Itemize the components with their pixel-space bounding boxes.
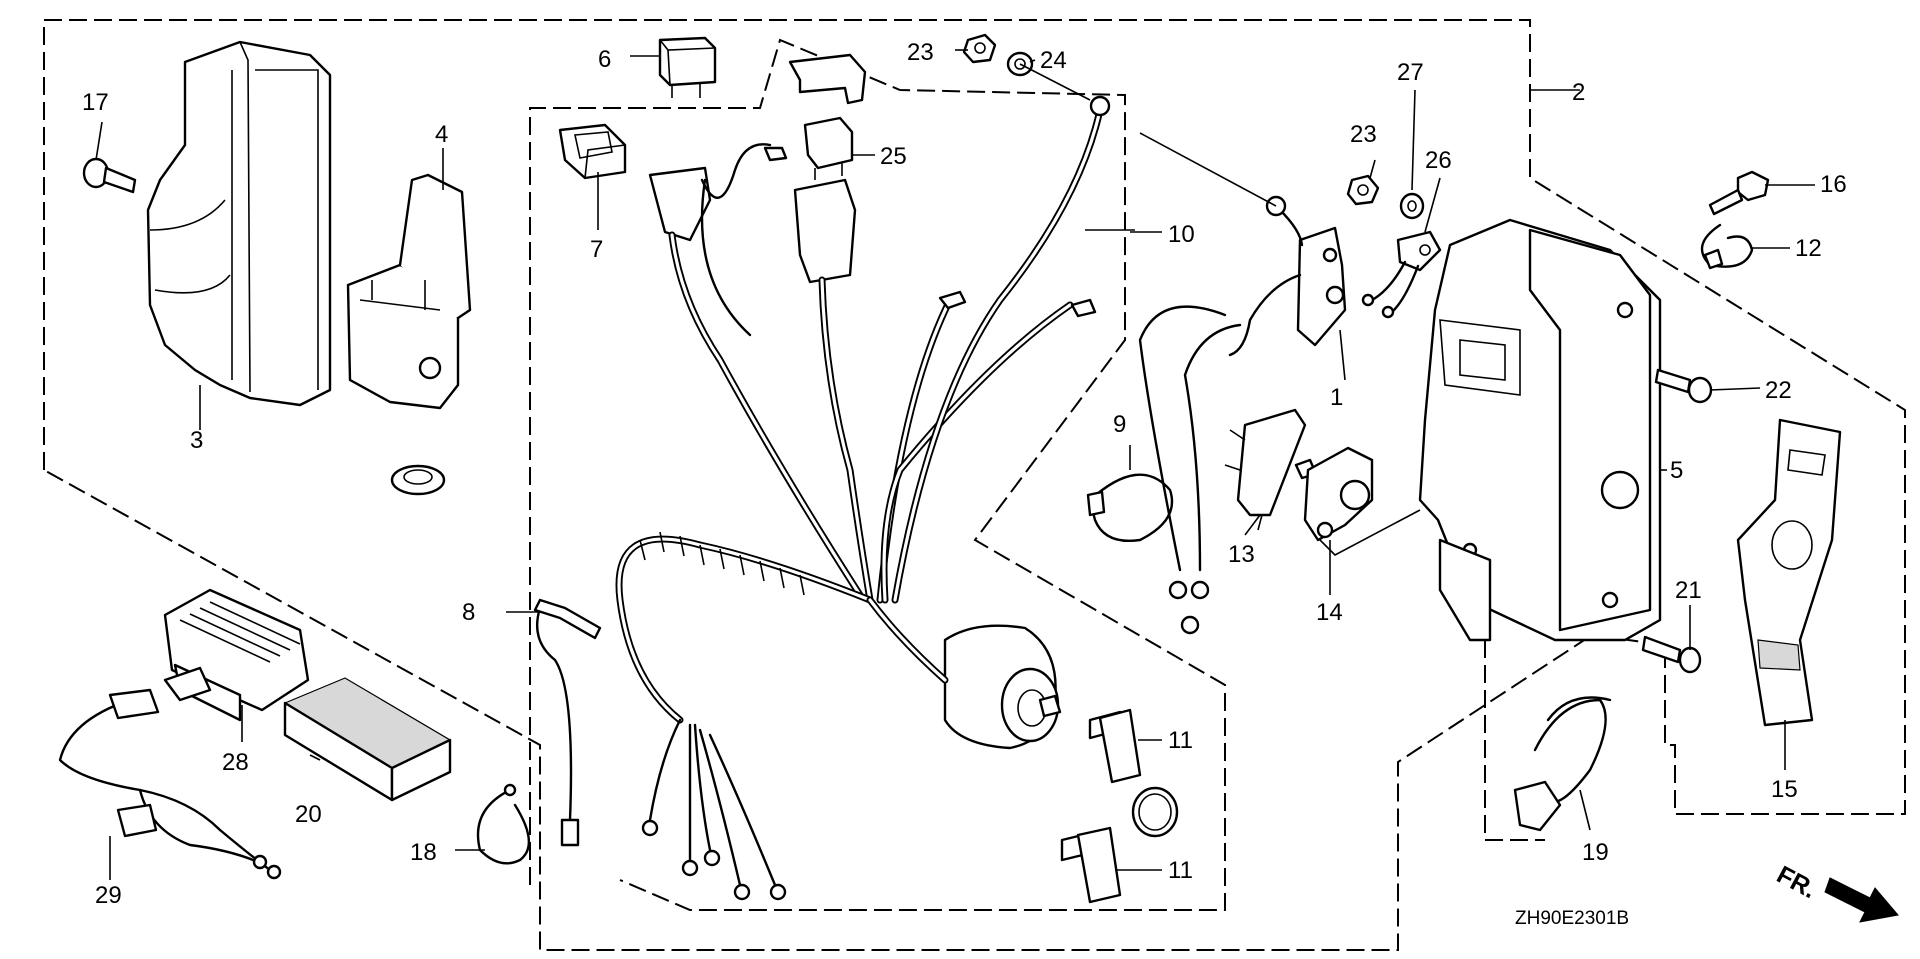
part-11-key-upper[interactable] xyxy=(1088,708,1142,784)
callout-7: 7 xyxy=(590,236,603,263)
part-21-screw[interactable] xyxy=(1641,635,1702,674)
part-18-clip[interactable] xyxy=(476,783,531,865)
part-20-insulator-pad[interactable] xyxy=(283,677,452,802)
part-8-lead-wire[interactable] xyxy=(533,598,602,847)
part-5-control-box[interactable] xyxy=(1418,218,1662,642)
part-28-regulator-rectifier[interactable] xyxy=(163,588,310,722)
ignition-switch[interactable] xyxy=(866,596,1062,750)
callout-21: 21 xyxy=(1675,577,1702,604)
part-15-label-plate[interactable] xyxy=(1736,418,1842,727)
part-3-control-box-cover[interactable] xyxy=(146,40,332,407)
callout-11-upper: 11 xyxy=(1168,727,1193,754)
part-4-holder-bracket[interactable] xyxy=(346,173,472,410)
part-9-wire-clamp[interactable] xyxy=(1086,473,1174,542)
callout-5: 5 xyxy=(1670,457,1683,484)
callout-12: 12 xyxy=(1795,235,1822,262)
callout-17: 17 xyxy=(82,89,109,116)
part-16-bolt[interactable] xyxy=(1708,170,1770,216)
callout-25: 25 xyxy=(880,143,907,170)
part-14-bracket[interactable] xyxy=(1303,446,1421,556)
callout-1: 1 xyxy=(1330,384,1343,411)
part-13-switch[interactable] xyxy=(1224,408,1318,531)
callout-6: 6 xyxy=(598,46,611,73)
part-11-key-lower[interactable] xyxy=(1060,826,1122,904)
callout-11-lower: 11 xyxy=(1168,857,1193,884)
part-22-screw[interactable] xyxy=(1654,368,1713,404)
part-29-connector-harness[interactable] xyxy=(58,688,282,880)
part-24-washer[interactable] xyxy=(1006,51,1091,101)
part-19-cable-clamp[interactable] xyxy=(1513,696,1612,832)
callout-13: 13 xyxy=(1228,541,1255,568)
callout-9: 9 xyxy=(1113,411,1126,438)
part-23-nut-right[interactable] xyxy=(1346,174,1380,206)
fuse-holder-cover[interactable] xyxy=(788,53,867,105)
callout-28: 28 xyxy=(222,749,249,776)
part-23-nut-top[interactable] xyxy=(962,33,997,64)
part-17-bolt[interactable] xyxy=(82,157,137,194)
front-direction-marker: FR. xyxy=(1772,861,1899,923)
part-6-relay[interactable] xyxy=(658,36,717,98)
key-ring[interactable] xyxy=(1131,786,1179,838)
callout-19: 19 xyxy=(1582,839,1609,866)
part-25-fuse[interactable] xyxy=(803,116,854,180)
callout-23-top: 23 xyxy=(907,39,934,66)
callout-15: 15 xyxy=(1771,776,1798,803)
grommet[interactable] xyxy=(390,464,446,496)
callout-18: 18 xyxy=(410,839,437,866)
diagram-code: ZH90E2301B xyxy=(1515,908,1629,929)
assembly-boundary-lines xyxy=(43,19,1906,951)
callout-labels: 1 2 3 4 5 6 7 8 9 10 11 11 12 13 14 15 1… xyxy=(82,39,1847,909)
callout-8: 8 xyxy=(462,599,475,626)
callout-27: 27 xyxy=(1397,59,1424,86)
part-26-terminal[interactable] xyxy=(1361,230,1442,319)
part-7-connector-cover[interactable] xyxy=(558,123,627,180)
callout-10: 10 xyxy=(1168,221,1195,248)
callout-29: 29 xyxy=(95,882,122,909)
leader-lines xyxy=(95,49,1815,880)
callout-16: 16 xyxy=(1820,171,1847,198)
callout-20: 20 xyxy=(295,801,322,828)
part-12-hose-clip[interactable] xyxy=(1700,223,1754,270)
part-27-washer[interactable] xyxy=(1399,192,1425,220)
part-1-sensor-unit[interactable] xyxy=(1139,132,1347,357)
callout-2: 2 xyxy=(1572,79,1585,106)
callout-4: 4 xyxy=(435,121,448,148)
callout-3: 3 xyxy=(190,427,203,454)
callout-26: 26 xyxy=(1425,147,1452,174)
callout-22: 22 xyxy=(1765,377,1792,404)
part-10-wire-harness[interactable] xyxy=(615,95,1111,901)
front-arrow-icon xyxy=(1824,877,1899,923)
callout-24: 24 xyxy=(1040,47,1067,74)
callout-23-right: 23 xyxy=(1350,121,1377,148)
front-label: FR. xyxy=(1772,861,1821,905)
sensor-lead-wires[interactable] xyxy=(1138,305,1242,635)
callout-14: 14 xyxy=(1316,599,1343,626)
